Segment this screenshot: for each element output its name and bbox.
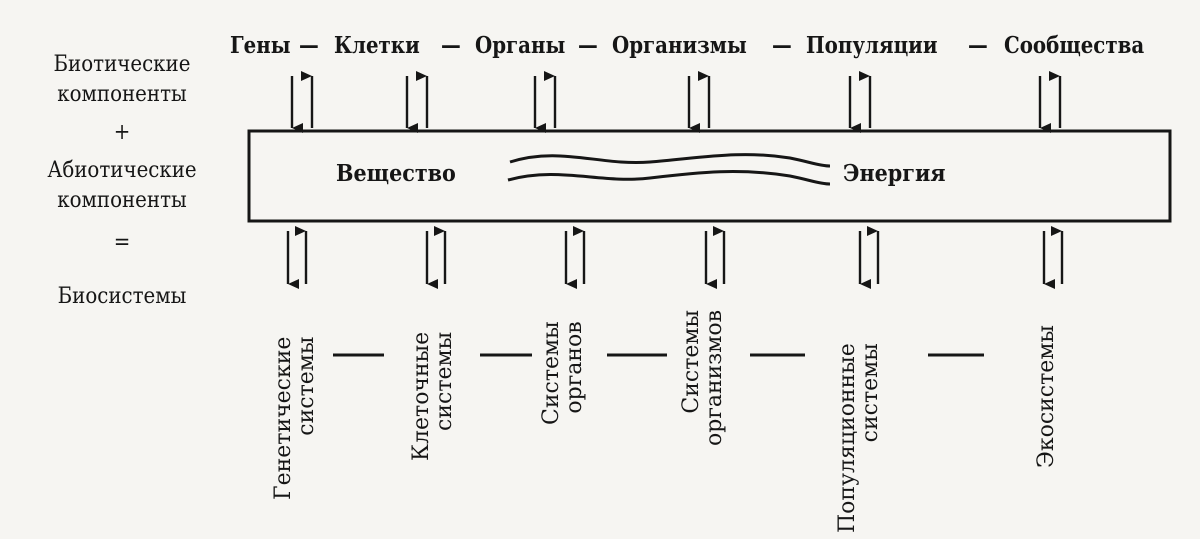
level-separator-1: — <box>299 32 319 59</box>
system-organisms-line2: организмов <box>702 309 727 446</box>
system-cellular-line1: Клеточные <box>409 331 434 461</box>
level-cells: Клетки <box>334 32 420 59</box>
system-cellular-line2: системы <box>432 331 457 431</box>
level-organisms: Организмы <box>612 32 747 59</box>
wave-line-top <box>509 153 831 168</box>
system-populations-line2: системы <box>858 343 883 443</box>
level-separator-5: — <box>968 32 988 59</box>
plus-sign: + <box>113 120 131 145</box>
level-communities: Сообщества <box>1004 32 1145 59</box>
level-populations: Популяции <box>806 32 938 59</box>
level-separator-4: — <box>772 32 792 59</box>
level-organs: Органы <box>475 32 566 59</box>
system-organisms-line1: Системы <box>679 309 704 414</box>
substance-label: Вещество <box>336 160 456 187</box>
energy-label: Энергия <box>843 160 946 187</box>
matter-energy-box <box>247 129 1172 223</box>
biosystems-label: Биосистемы <box>57 284 187 309</box>
system-genetic-line1: Генетические <box>271 336 296 500</box>
equals-sign: = <box>113 230 131 255</box>
wave-line-bottom <box>507 170 831 186</box>
system-populations-line1: Популяционные <box>835 343 860 533</box>
level-genes: Гены <box>230 32 291 59</box>
level-separator-3: — <box>578 32 598 59</box>
system-genetic-line2: системы <box>294 336 319 436</box>
arrow-group <box>286 71 1064 289</box>
level-separator-2: — <box>441 32 461 59</box>
system-organs-line2: органов <box>562 321 587 414</box>
system-ecosystems-line1: Экосистемы <box>1034 325 1059 468</box>
system-organs-line1: Системы <box>539 321 564 425</box>
